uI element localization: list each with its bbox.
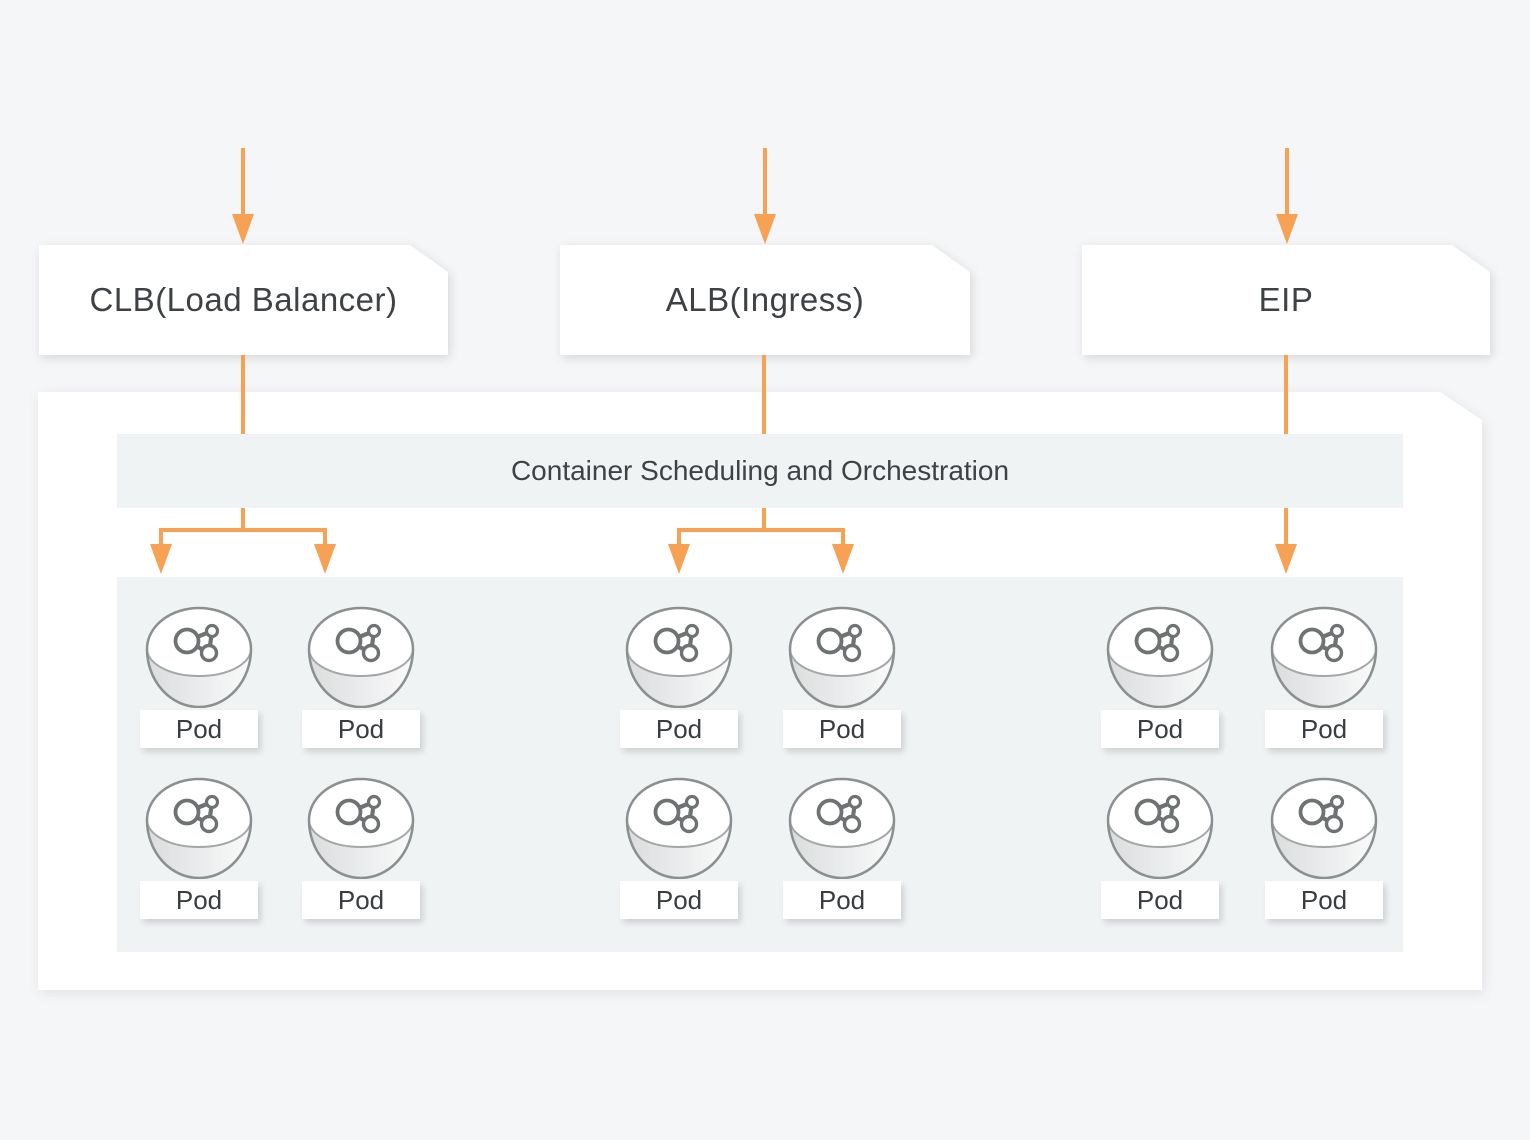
eip-connector	[1284, 355, 1288, 434]
clb-panel-title: CLB(Load Balancer)	[89, 281, 398, 318]
pod-cylinder-icon	[1106, 776, 1214, 879]
pod-node: Pod	[302, 605, 420, 748]
arrow-down-icon	[1276, 214, 1298, 244]
pod-label: Pod	[783, 710, 901, 748]
pod-cylinder-icon	[307, 605, 415, 708]
pod-cylinder-icon	[625, 776, 733, 879]
pod-node: Pod	[620, 605, 738, 748]
eip-inbound-arrow-stem	[1285, 148, 1289, 216]
alb-panel: ALB(Ingress)	[560, 245, 970, 355]
pod-label: Pod	[620, 710, 738, 748]
pod-node: Pod	[140, 776, 258, 919]
pod-label: Pod	[1265, 881, 1383, 919]
eip-panel: EIP	[1082, 245, 1490, 355]
pod-node: Pod	[302, 776, 420, 919]
pod-node: Pod	[783, 605, 901, 748]
eip-panel-title: EIP	[1258, 281, 1314, 318]
pod-label: Pod	[1265, 710, 1383, 748]
alb-fork-arm	[841, 528, 845, 546]
pod-label: Pod	[302, 710, 420, 748]
pod-cylinder-icon	[145, 605, 253, 708]
pod-cylinder-icon	[1270, 776, 1378, 879]
pod-node: Pod	[1101, 605, 1219, 748]
eip-drop-line	[1284, 508, 1288, 546]
clb-fork-arm	[323, 528, 327, 546]
alb-connector	[762, 355, 766, 434]
clb-fork-arm	[159, 528, 163, 546]
clb-fork-bar	[159, 528, 327, 532]
pod-cylinder-icon	[788, 605, 896, 708]
clb-connector	[241, 355, 245, 434]
pod-node: Pod	[1265, 776, 1383, 919]
pod-node: Pod	[1265, 605, 1383, 748]
pod-node: Pod	[620, 776, 738, 919]
arrow-down-icon	[754, 214, 776, 244]
arrow-down-icon	[668, 544, 690, 574]
pod-label: Pod	[783, 881, 901, 919]
arrow-down-icon	[832, 544, 854, 574]
pod-node: Pod	[783, 776, 901, 919]
alb-fork-bar	[677, 528, 845, 532]
arrow-down-icon	[150, 544, 172, 574]
pod-label: Pod	[140, 881, 258, 919]
pod-label: Pod	[140, 710, 258, 748]
pod-cylinder-icon	[625, 605, 733, 708]
pod-cylinder-icon	[1106, 605, 1214, 708]
pod-label: Pod	[302, 881, 420, 919]
arrow-down-icon	[1275, 544, 1297, 574]
alb-inbound-arrow-stem	[763, 148, 767, 216]
clb-inbound-arrow-stem	[241, 148, 245, 216]
clb-fork-stub	[241, 508, 245, 530]
orchestration-header-title: Container Scheduling and Orchestration	[510, 455, 1010, 486]
pod-cylinder-icon	[1270, 605, 1378, 708]
alb-fork-stub	[762, 508, 766, 530]
pod-cylinder-icon	[145, 776, 253, 879]
pod-label: Pod	[620, 881, 738, 919]
arrow-down-icon	[314, 544, 336, 574]
pod-label: Pod	[1101, 710, 1219, 748]
clb-panel: CLB(Load Balancer)	[39, 245, 448, 355]
alb-panel-title: ALB(Ingress)	[665, 281, 865, 318]
pod-node: Pod	[1101, 776, 1219, 919]
pod-cylinder-icon	[307, 776, 415, 879]
alb-fork-arm	[677, 528, 681, 546]
pod-label: Pod	[1101, 881, 1219, 919]
orchestration-header-band: Container Scheduling and Orchestration	[117, 434, 1403, 508]
arrow-down-icon	[232, 214, 254, 244]
pod-node: Pod	[140, 605, 258, 748]
pod-cylinder-icon	[788, 776, 896, 879]
